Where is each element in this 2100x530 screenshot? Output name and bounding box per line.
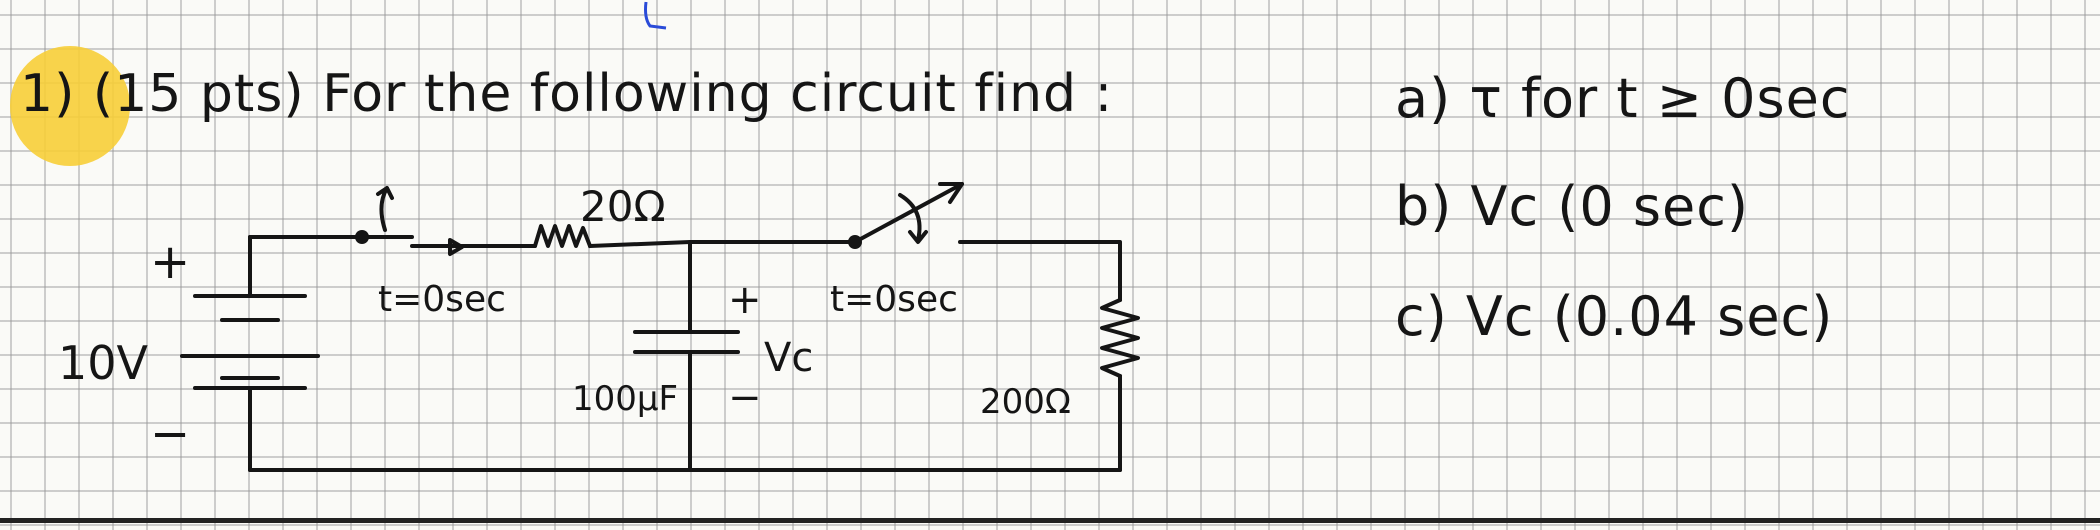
switch2-arrowhead [938, 182, 964, 204]
pen-mark [644, 1, 667, 30]
problem-title: 1) (15 pts) For the following circuit fi… [20, 64, 1114, 124]
switch2-blade [853, 182, 964, 244]
bottom-rule [0, 518, 2100, 523]
question-c: c) Vc (0.04 sec) [1395, 285, 1834, 348]
switch2-label: t=0sec [830, 279, 958, 320]
resistor-top-zigzag [533, 224, 592, 248]
wire-to-cap-node [588, 240, 692, 332]
capacitor-label: 100μF [572, 379, 679, 419]
switch1-label: t=0sec [378, 279, 506, 320]
junction-switch1 [355, 230, 369, 244]
junction-switch2 [848, 235, 862, 249]
switch1-arrow-mark [376, 186, 394, 232]
question-b: b) Vc (0 sec) [1395, 175, 1750, 238]
cap-voltage-label: Vc [764, 335, 814, 381]
wire-right-top [958, 240, 1122, 302]
resistor-right-zigzag [1100, 298, 1140, 378]
resistor-top-label: 20Ω [580, 182, 666, 231]
switch2-curl [898, 193, 928, 244]
cap-plus-sign: + [728, 277, 762, 323]
problem-number-highlight [10, 46, 130, 166]
source-minus-sign: − [150, 406, 191, 462]
source-plus-sign: + [150, 234, 191, 290]
cap-minus-sign: − [728, 375, 762, 421]
resistor-right-label: 200Ω [980, 382, 1071, 422]
source-voltage-label: 10V [58, 336, 149, 390]
question-a: a) τ for t ≥ 0sec [1395, 67, 1851, 130]
